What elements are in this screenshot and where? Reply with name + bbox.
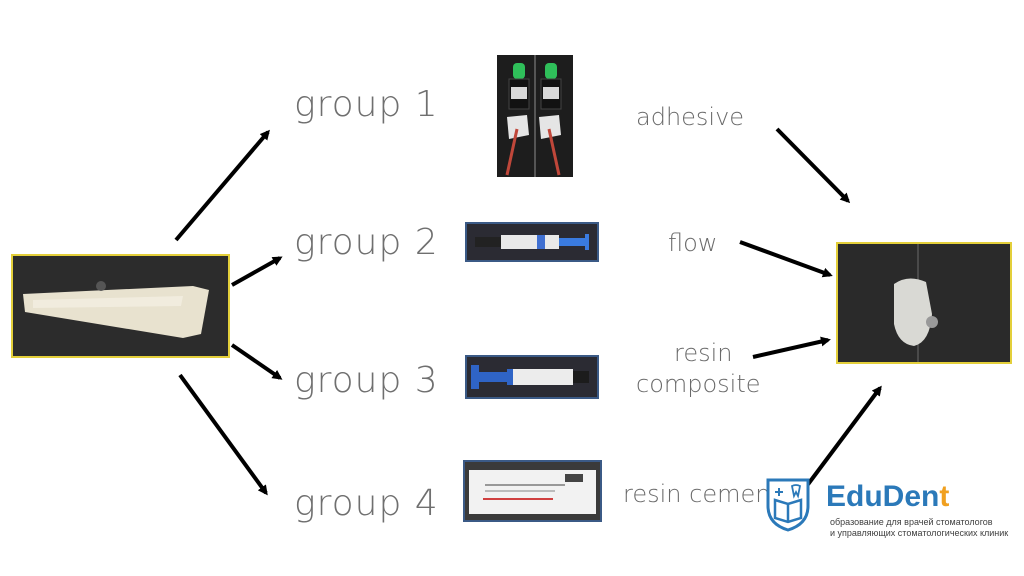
group-1-label: group 1 — [294, 84, 439, 125]
restored-tooth-photo — [836, 242, 1012, 364]
flow-syringe-image — [467, 224, 597, 260]
resin-composite-syringe-image — [467, 357, 597, 397]
resin-cement-label: resin cement — [623, 480, 780, 508]
resin-composite-label-line1: resin — [674, 339, 733, 367]
logo-tagline-line1: образование для врачей стоматологов — [830, 517, 993, 527]
logo-wordmark: EduDent — [826, 480, 949, 514]
logo-tagline: образование для врачей стоматологов и уп… — [830, 517, 1008, 539]
arrow-to-group-1 — [174, 129, 270, 242]
shield-book-icon — [766, 478, 810, 532]
logo-name-suffix: t — [939, 480, 950, 513]
tooth-root-photo — [11, 254, 230, 358]
resin-cement-package-photo — [463, 460, 602, 522]
flow-syringe-photo — [465, 222, 599, 262]
group-3-label: group 3 — [294, 360, 439, 401]
arrow-to-group-3 — [230, 343, 283, 380]
group-4-label: group 4 — [294, 483, 439, 524]
flow-label: flow — [668, 229, 718, 257]
logo-tagline-line2: и управляющих стоматологических клиник — [830, 528, 1009, 538]
arrow-resin-composite — [752, 336, 831, 359]
arrow-adhesive — [775, 127, 851, 204]
resin-composite-label-line2: composite — [636, 370, 761, 398]
arrow-resin-cement — [798, 385, 882, 497]
restored-tooth-image — [838, 244, 1010, 362]
arrow-to-group-4 — [178, 373, 268, 496]
arrow-flow — [739, 240, 833, 278]
tooth-root-image — [13, 256, 228, 356]
arrow-to-group-2 — [231, 256, 283, 287]
adhesive-label: adhesive — [636, 103, 745, 131]
resin-cement-package-image — [465, 462, 600, 520]
group-2-label: group 2 — [294, 222, 439, 263]
adhesive-bottles-photo — [497, 55, 573, 177]
logo-name-prefix: EduDen — [826, 480, 940, 513]
edudent-logo: EduDent образование для врачей стоматоло… — [764, 474, 1008, 538]
resin-composite-syringe-photo — [465, 355, 599, 399]
adhesive-bottles-image — [497, 55, 573, 177]
